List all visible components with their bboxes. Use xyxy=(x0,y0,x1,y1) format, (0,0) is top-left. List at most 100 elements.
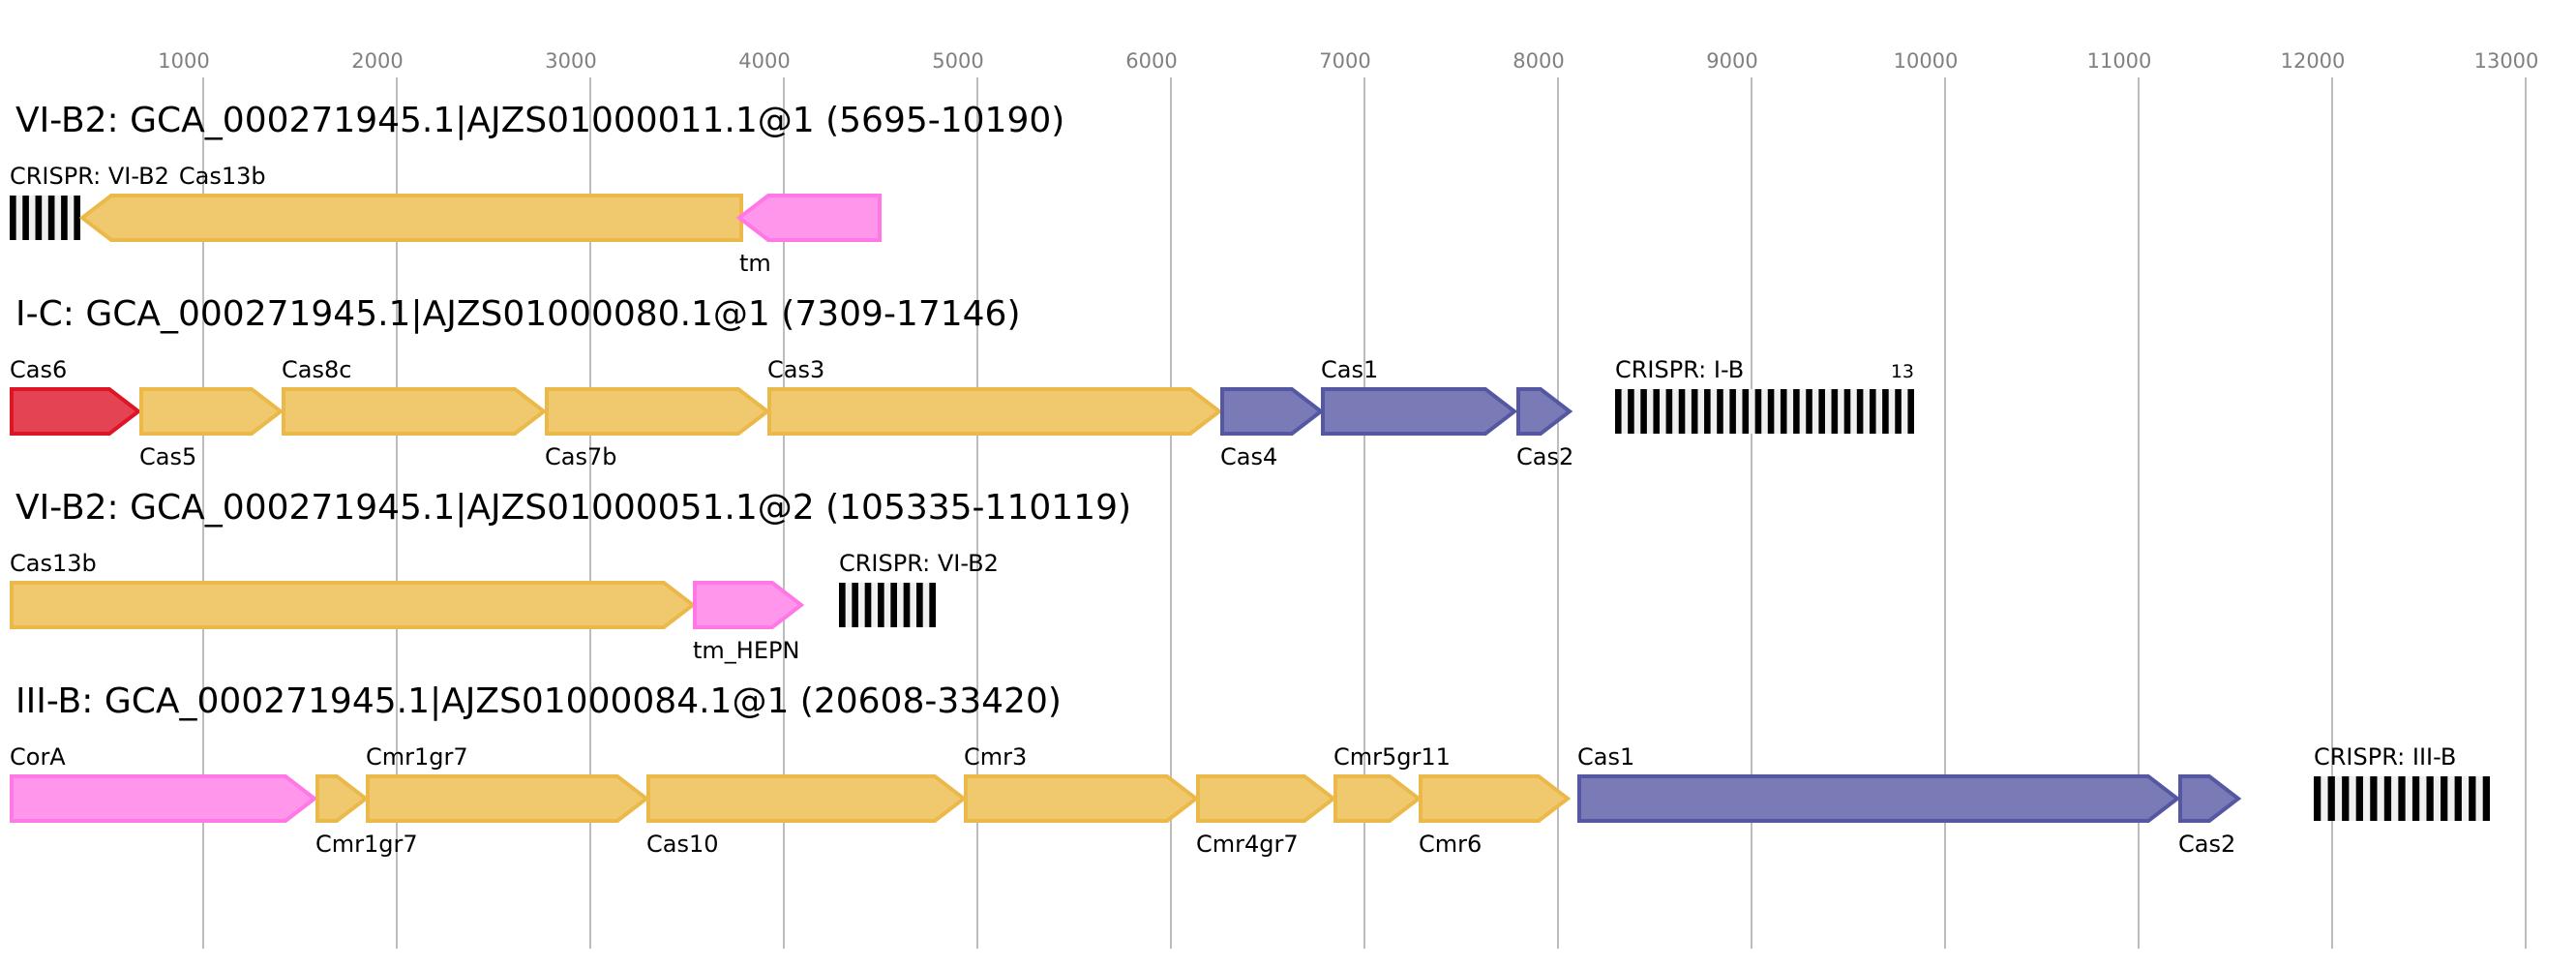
gene-label: CorA xyxy=(10,743,66,771)
crispr-repeat xyxy=(1780,389,1787,434)
crispr-repeat xyxy=(1869,389,1876,434)
crispr-label: CRISPR: I-B xyxy=(1615,356,1744,383)
crispr-repeat xyxy=(1691,389,1698,434)
gene-arrow-cas10 xyxy=(646,774,968,823)
gene-label: Cas2 xyxy=(2178,831,2235,858)
crispr-repeat xyxy=(2370,776,2378,821)
crispr-repeat xyxy=(2398,776,2406,821)
gene-arrow-cas3 xyxy=(767,387,1223,436)
locus-title: I-C: GCA_000271945.1|AJZS01000080.1@1 (7… xyxy=(15,294,1021,334)
gene-arrow-cmr1gr7 xyxy=(366,774,650,823)
locus-title: VI-B2: GCA_000271945.1|AJZS01000051.1@2 … xyxy=(15,488,1131,528)
crispr-repeat xyxy=(916,583,923,627)
crispr-repeat xyxy=(1653,389,1661,434)
crispr-repeat xyxy=(1856,389,1864,434)
gene-arrow-cas1 xyxy=(1321,387,1518,436)
crispr-repeat xyxy=(903,583,911,627)
crispr-array xyxy=(10,196,80,240)
crispr-repeat xyxy=(2355,776,2363,821)
crispr-repeat xyxy=(890,583,897,627)
tick-label: 9000 xyxy=(1706,49,1757,73)
gene-label: Cmr1gr7 xyxy=(366,743,468,771)
crispr-repeat xyxy=(1806,389,1812,434)
gene-label: Cmr4gr7 xyxy=(1196,831,1299,858)
crispr-repeat xyxy=(61,196,68,240)
gene-label: Cas6 xyxy=(10,356,67,383)
crispr-repeat xyxy=(878,583,884,627)
crispr-repeat xyxy=(1754,389,1762,434)
crispr-array xyxy=(1615,389,1914,434)
gene-arrow-cas5 xyxy=(139,387,285,436)
crispr-repeat xyxy=(1882,389,1889,434)
crispr-repeat xyxy=(2411,776,2420,821)
crispr-repeat xyxy=(47,196,55,240)
locus: III-B: GCA_000271945.1|AJZS01000084.1@1 … xyxy=(10,681,2490,858)
crispr-repeat xyxy=(839,583,846,627)
tick-label: 8000 xyxy=(1513,49,1564,73)
tick-label: 6000 xyxy=(1125,49,1177,73)
locus-title: VI-B2: GCA_000271945.1|AJZS01000011.1@1 … xyxy=(15,101,1064,140)
crispr-repeat xyxy=(1640,389,1647,434)
tick-label: 2000 xyxy=(351,49,403,73)
crispr-label: CRISPR: VI-B2 xyxy=(10,163,169,190)
crispr-repeat xyxy=(1895,389,1902,434)
gene-label: Cmr3 xyxy=(964,743,1027,771)
locus: VI-B2: GCA_000271945.1|AJZS01000011.1@1 … xyxy=(10,101,1064,277)
gene-arrow-cas4 xyxy=(1220,387,1325,436)
gene-arrow-cas13b xyxy=(78,194,743,242)
crispr-repeat xyxy=(1615,389,1622,434)
tick-label: 1000 xyxy=(158,49,209,73)
crispr-repeat xyxy=(1831,389,1839,434)
crispr-repeat xyxy=(10,196,16,240)
crispr-repeat xyxy=(1717,389,1723,434)
crispr-repeat xyxy=(929,583,936,627)
crispr-array xyxy=(839,583,936,627)
gene-label: Cas3 xyxy=(767,356,824,383)
gene-arrow-tm-hepn xyxy=(693,581,805,629)
gene-arrow-cora xyxy=(10,774,318,823)
locus: VI-B2: GCA_000271945.1|AJZS01000051.1@2 … xyxy=(10,488,1131,664)
crispr-spacer-count: 13 xyxy=(1891,361,1914,382)
crispr-repeat xyxy=(1793,389,1800,434)
crispr-repeat xyxy=(1742,389,1750,434)
crispr-spacers xyxy=(10,196,80,240)
tick-label: 7000 xyxy=(1319,49,1370,73)
crispr-repeat xyxy=(2426,776,2434,821)
crispr-label: CRISPR: III-B xyxy=(2314,743,2456,771)
gene-label: Cas13b xyxy=(10,550,97,577)
gene-arrow-cas13b xyxy=(10,581,697,629)
gene-label: Cas1 xyxy=(1577,743,1634,771)
crispr-array xyxy=(2314,776,2490,821)
crispr-repeat xyxy=(2454,776,2462,821)
crispr-repeat xyxy=(2314,776,2321,821)
gene-label: Cas7b xyxy=(545,443,616,470)
gene-label: Cas5 xyxy=(139,443,196,470)
crispr-repeat xyxy=(1843,389,1851,434)
gene-arrow-cas8c xyxy=(282,387,548,436)
crispr-repeat xyxy=(2342,776,2350,821)
crispr-repeat xyxy=(2383,776,2392,821)
gene-arrow-cas7b xyxy=(545,387,771,436)
crispr-repeat xyxy=(1704,389,1711,434)
gene-arrow-cmr6 xyxy=(1419,774,1572,823)
crispr-repeat xyxy=(22,196,29,240)
crispr-repeat xyxy=(1818,389,1825,434)
gene-label: Cmr5gr11 xyxy=(1333,743,1451,771)
gene-arrow-cas6 xyxy=(10,387,142,436)
crispr-repeat xyxy=(2441,776,2448,821)
tick-label: 3000 xyxy=(545,49,596,73)
crispr-repeat xyxy=(1767,389,1775,434)
crispr-repeat xyxy=(35,196,43,240)
crispr-repeat xyxy=(2482,776,2490,821)
tick-label: 12000 xyxy=(2281,49,2346,73)
tick-label: 5000 xyxy=(932,49,983,73)
tick-label: 13000 xyxy=(2474,49,2539,73)
gene-label: Cas1 xyxy=(1321,356,1378,383)
crispr-repeat xyxy=(864,583,872,627)
gene-label: Cas2 xyxy=(1516,443,1573,470)
crispr-label: CRISPR: VI-B2 xyxy=(839,550,999,577)
crispr-spacers xyxy=(1615,389,1914,434)
crispr-repeat xyxy=(1628,389,1634,434)
gene-arrow-tm xyxy=(735,194,882,242)
